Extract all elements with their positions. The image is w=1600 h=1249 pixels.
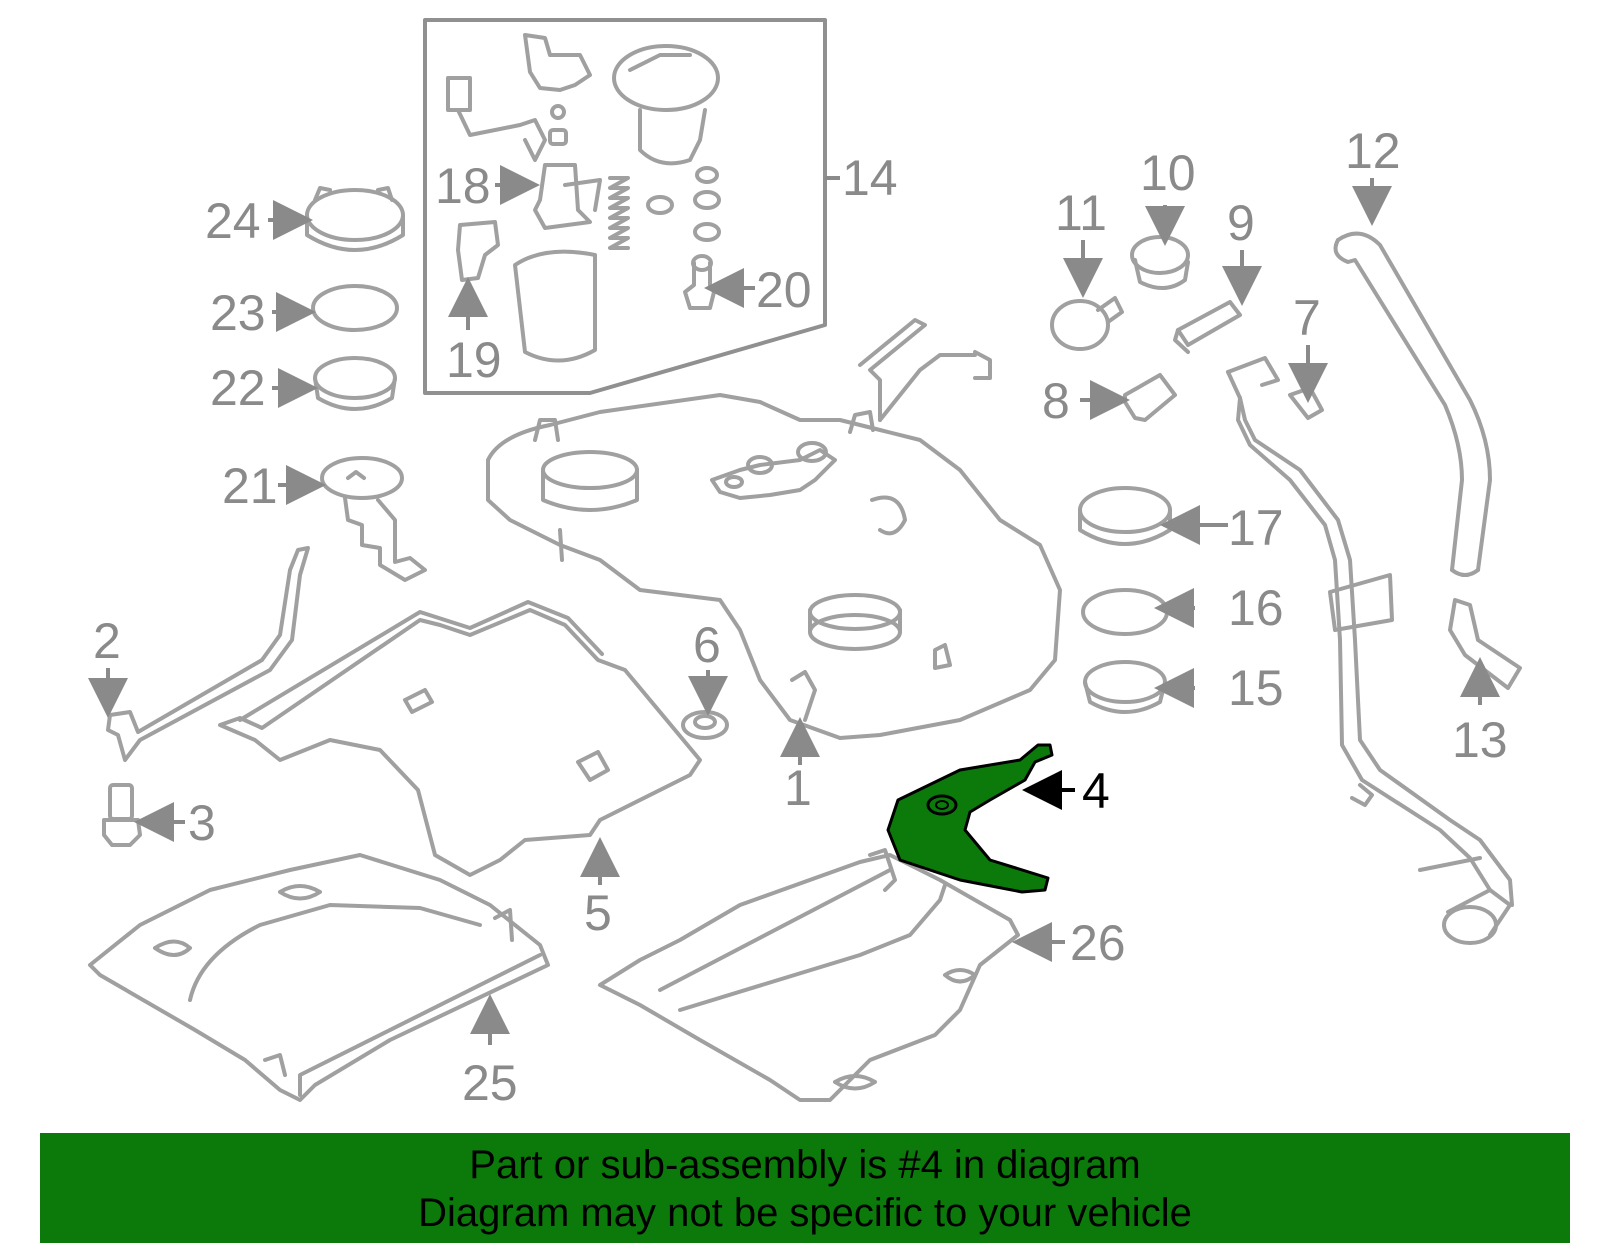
callout-3: 3 (188, 795, 216, 851)
callout-1: 1 (784, 760, 812, 816)
heat-shield-5 (218, 600, 702, 877)
skid-plate-25 (88, 853, 550, 1102)
clamp-11 (1050, 296, 1124, 351)
callout-22: 22 (210, 360, 266, 416)
part-4-shape (886, 743, 1054, 894)
callout-26: 26 (1070, 915, 1126, 971)
callout-15: 15 (1228, 660, 1284, 716)
callout-8: 8 (1042, 373, 1070, 429)
strap-2 (106, 546, 310, 762)
grommet-6 (681, 710, 729, 740)
bolt-3 (102, 783, 142, 847)
callout-13: 13 (1452, 712, 1508, 768)
callout-10: 10 (1140, 145, 1196, 201)
hose-12 (1333, 231, 1492, 577)
callout-4: 4 (1082, 763, 1110, 819)
sender-21 (320, 456, 427, 582)
callout-16: 16 (1228, 580, 1284, 636)
callout-12: 12 (1345, 123, 1401, 179)
leader-lines (88, 165, 1500, 1045)
skid-plate-26 (598, 848, 1020, 1102)
callout-18: 18 (435, 158, 491, 214)
info-banner: Part or sub-assembly is #4 in diagram Di… (40, 1133, 1570, 1243)
callout-19: 19 (446, 332, 502, 388)
callout-14: 14 (842, 150, 898, 206)
gasket-16 (1081, 588, 1169, 636)
highlighted-part-4 (886, 743, 1054, 894)
callout-25: 25 (462, 1055, 518, 1111)
callout-11: 11 (1055, 185, 1107, 241)
callout-24: 24 (205, 193, 261, 249)
callout-6: 6 (693, 617, 721, 673)
fuel-tank-1 (486, 318, 1062, 740)
filler-cap-10 (1130, 235, 1190, 290)
gasket-23 (311, 284, 399, 332)
callout-17: 17 (1228, 500, 1284, 556)
bracket-8 (1123, 373, 1177, 422)
callout-23: 23 (210, 285, 266, 341)
callout-labels: 1 2 3 4 5 6 7 8 9 10 11 12 13 14 15 16 1… (93, 123, 1508, 1111)
callout-9: 9 (1227, 195, 1255, 251)
hose-13 (1448, 598, 1522, 690)
banner-line-part: Part or sub-assembly is #4 in diagram (469, 1143, 1141, 1187)
banner-line-disclaimer: Diagram may not be specific to your vehi… (418, 1191, 1192, 1235)
callout-5: 5 (584, 885, 612, 941)
seal-9 (1173, 300, 1242, 354)
callout-21: 21 (222, 458, 278, 514)
callout-2: 2 (93, 613, 121, 669)
callout-20: 20 (756, 262, 812, 318)
filler-neck-7 (1226, 356, 1514, 945)
callout-7: 7 (1293, 290, 1321, 346)
locking-ring-24 (305, 186, 405, 252)
ring-15 (1083, 660, 1167, 714)
ring-22 (313, 356, 397, 411)
locking-ring-17 (1078, 486, 1172, 546)
